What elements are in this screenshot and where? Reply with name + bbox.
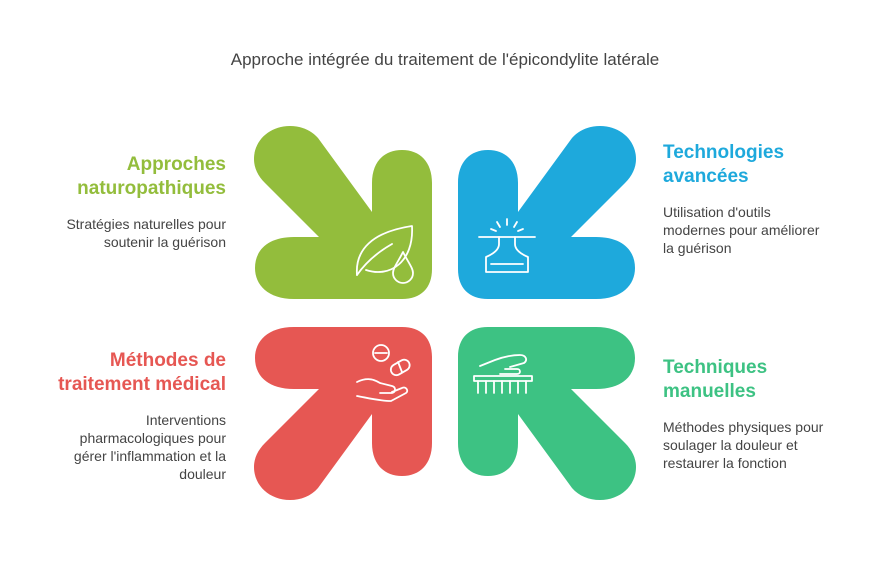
heading-line: naturopathiques: [77, 178, 226, 199]
advanced-technologies-description: Utilisation d'outils modernes pour améli…: [663, 203, 853, 257]
approaches-naturopathic-heading: Approches naturopathiques: [40, 153, 226, 201]
medical-treatment-heading: Méthodes de traitement médical: [40, 349, 226, 397]
heading-line: Techniques: [663, 357, 768, 378]
approaches-naturopathic-block: Approches naturopathiques Stratégies nat…: [40, 153, 226, 251]
description-line: Interventions: [145, 412, 226, 428]
arrow-top-left: [254, 126, 432, 299]
arrow-top-right: [458, 126, 636, 299]
heading-line: Technologies: [663, 142, 785, 163]
medical-treatment-description: Interventions pharmacologiques pour gére…: [40, 411, 226, 483]
manual-techniques-heading: Techniques manuelles: [663, 356, 853, 404]
arrow-top-right-shape: [458, 126, 636, 299]
ultrasound-device-icon: [478, 218, 536, 273]
arrow-bottom-right-shape: [458, 327, 636, 500]
medical-treatment-block: Méthodes de traitement médical Intervent…: [40, 349, 226, 483]
manual-techniques-block: Techniques manuelles Méthodes physiques …: [663, 356, 853, 472]
advanced-technologies-block: Technologies avancées Utilisation d'outi…: [663, 141, 853, 257]
manual-techniques-description: Méthodes physiques pour soulager la doul…: [663, 418, 853, 472]
description-line: Méthodes physiques pour: [663, 419, 824, 435]
advanced-technologies-heading: Technologies avancées: [663, 141, 853, 189]
leaf-drop-icon: [356, 225, 414, 284]
heading-line: traitement médical: [58, 374, 226, 395]
description-line: modernes pour améliorer: [663, 222, 820, 238]
heading-line: Méthodes de: [109, 350, 226, 371]
arrow-bottom-left: [254, 327, 432, 500]
hand-massage-icon: [473, 354, 533, 394]
diagram-title: Approche intégrée du traitement de l'épi…: [230, 50, 660, 69]
description-line: Utilisation d'outils: [663, 204, 771, 220]
hand-pills-icon: [356, 344, 411, 402]
arrow-top-left-shape: [254, 126, 432, 299]
description-line: Stratégies naturelles pour: [66, 216, 226, 232]
description-line: la guérison: [663, 240, 732, 256]
description-line: restaurer la fonction: [663, 455, 787, 471]
heading-line: manuelles: [663, 381, 756, 402]
approaches-naturopathic-description: Stratégies naturelles pour soutenir la g…: [40, 215, 226, 251]
arrow-bottom-left-shape: [254, 327, 432, 500]
description-line: soulager la douleur et: [663, 437, 798, 453]
description-line: douleur: [179, 466, 226, 482]
heading-line: Approches: [126, 154, 226, 175]
description-line: pharmacologiques pour: [79, 430, 226, 446]
description-line: gérer l'inflammation et la: [73, 448, 226, 464]
arrow-bottom-right: [458, 327, 636, 500]
heading-line: avancées: [663, 166, 749, 187]
description-line: soutenir la guérison: [103, 234, 226, 250]
